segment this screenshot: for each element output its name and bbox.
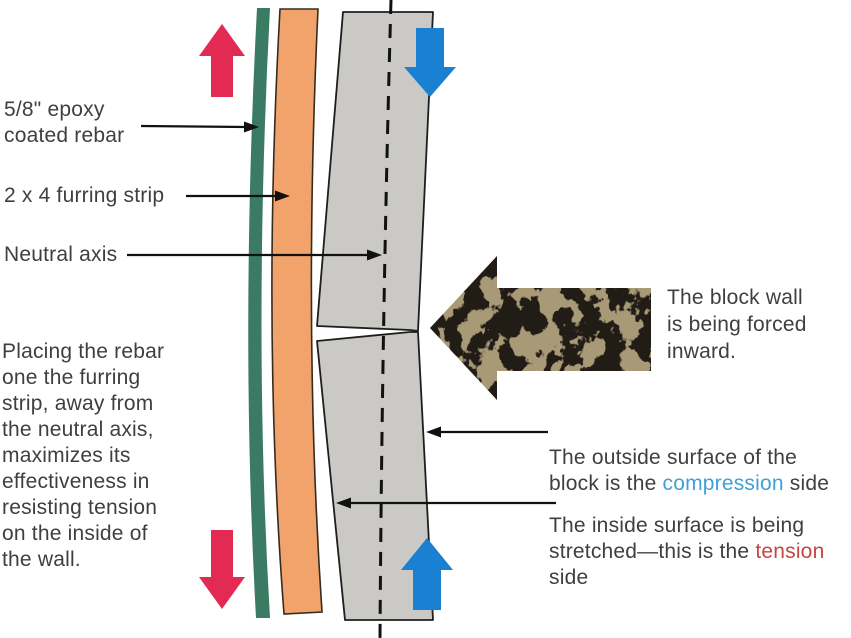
rebar-strip	[248, 8, 270, 618]
inside-surface-pointer-head	[336, 497, 351, 509]
inside-surface-text: The inside surface is being stretched—th…	[549, 514, 805, 563]
camo-left-arrow	[430, 256, 651, 400]
outside-surface-pointer-head	[426, 426, 441, 438]
rebar-pointer-line	[140, 124, 247, 129]
furring-strip-label: 2 x 4 furring strip	[4, 184, 165, 207]
red-up-arrow	[199, 24, 245, 97]
furring-strip	[271, 8, 323, 615]
neutral-axis-line	[378, 0, 393, 638]
compression-word: compression	[662, 472, 784, 495]
block-wall-upper	[316, 11, 434, 332]
furring-pointer-head	[275, 190, 290, 202]
red-down-arrow	[199, 530, 245, 609]
pointer-arrows	[127, 121, 556, 509]
inside-surface-note: The inside surface is being stretched—th…	[549, 487, 824, 591]
outside-surface-text: The outside surface of the block is the	[549, 446, 798, 495]
outside-surface-text-end: side	[783, 472, 830, 495]
rebar-label: 5/8" epoxy coated rebar	[4, 98, 125, 147]
neutral-axis-pointer-head	[367, 249, 382, 261]
neutral-axis-label: Neutral axis	[4, 243, 118, 266]
inside-surface-text-end: side	[549, 566, 589, 589]
rebar-placement-paragraph: Placing the rebar one the furring strip,…	[2, 340, 165, 571]
block-wall-forced-note: The block wall is being forced inward.	[667, 286, 807, 363]
blue-down-arrow	[404, 28, 456, 97]
outside-surface-note: The outside surface of the block is the …	[549, 419, 829, 497]
tension-word: tension	[755, 540, 825, 563]
rebar-pointer-head	[244, 121, 259, 133]
blue-up-arrow	[401, 538, 453, 610]
block-wall-lower	[316, 331, 434, 621]
